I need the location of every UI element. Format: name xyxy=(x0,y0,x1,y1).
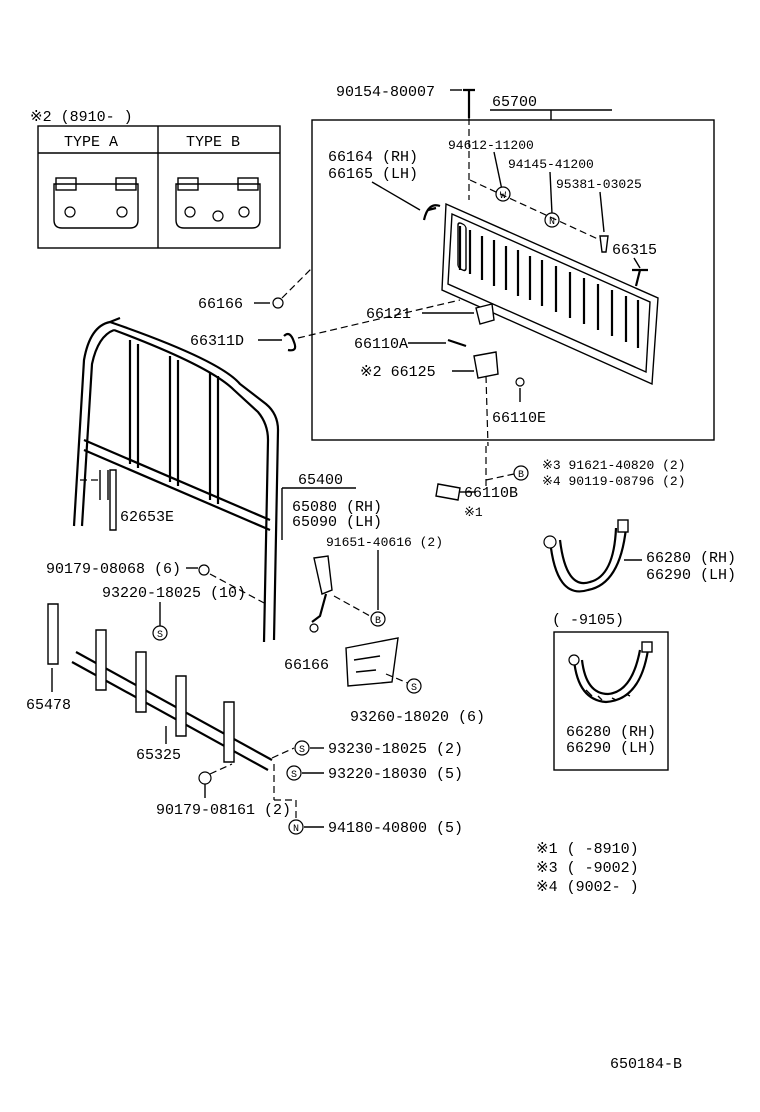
plate-66110b xyxy=(435,483,461,501)
type-b-label: TYPE B xyxy=(186,134,240,151)
label-66280-rh-lower: 66280 (RH) xyxy=(566,724,656,741)
label-66290-lh-upper: 66290 (LH) xyxy=(646,567,736,584)
label-93260-18020: 93260-18020 (6) xyxy=(350,709,485,726)
marker-n-94145: N xyxy=(544,212,560,228)
marker-b-text-lower: B xyxy=(375,616,381,627)
latch-65080 xyxy=(313,555,333,595)
inset-range-label: ( -9105) xyxy=(552,612,624,629)
bracket-66121 xyxy=(475,303,495,325)
clamp-66311d xyxy=(283,332,297,352)
rack-frame-65400 xyxy=(72,316,280,643)
marker-b-text-upper: B xyxy=(518,470,524,481)
nut-66110e xyxy=(515,377,525,387)
nut-90179-08068 xyxy=(198,564,210,576)
bolt-66110a xyxy=(447,338,467,348)
type-a-label: TYPE A xyxy=(64,134,118,151)
label-66315: 66315 xyxy=(612,242,657,259)
label-66290-lh-lower: 66290 (LH) xyxy=(566,740,656,757)
marker-s-93220-18025: S xyxy=(152,625,168,641)
clip-95381 xyxy=(599,235,609,253)
hinge-66125 xyxy=(473,351,499,379)
stake-bar-65325 xyxy=(47,603,273,771)
label-91621-40820: ※3 91621-40820 (2) xyxy=(542,458,686,473)
footnote-3: ※3 ( -9002) xyxy=(536,860,639,877)
label-62653e: 62653E xyxy=(120,509,174,526)
label-94145-41200: 94145-41200 xyxy=(508,157,594,172)
label-65090-lh: 65090 (LH) xyxy=(292,514,382,531)
marker-s-text-4: S xyxy=(291,770,297,781)
inset-type-frame xyxy=(37,125,281,249)
marker-n-94180: N xyxy=(288,819,304,835)
marker-s-93220-18030: S xyxy=(286,765,302,781)
label-66280-rh-upper: 66280 (RH) xyxy=(646,550,736,567)
marker-s-93260: S xyxy=(406,678,422,694)
hinge-type-a-drawing xyxy=(53,177,139,229)
label-93220-18030: 93220-18030 (5) xyxy=(328,766,463,783)
label-66110b-note: ※1 xyxy=(464,505,483,520)
label-90119-08796: ※4 90119-08796 (2) xyxy=(542,474,686,489)
label-66121: 66121 xyxy=(366,306,411,323)
tailgate-slots xyxy=(458,226,640,348)
label-90154-80007: 90154-80007 xyxy=(336,84,435,101)
footnote-4: ※4 (9002- ) xyxy=(536,879,639,896)
marker-w-94612: W xyxy=(495,186,511,202)
marker-n-text-2: N xyxy=(293,824,299,835)
label-94612-11200: 94612-11200 xyxy=(448,138,534,153)
marker-b-91651: B xyxy=(370,611,386,627)
tailgate-assembly: 90154-80007 65700 94612-11200 94145-4120… xyxy=(311,84,715,447)
marker-n-text: N xyxy=(549,217,555,228)
label-66110a: 66110A xyxy=(354,336,408,353)
label-66166-upper: 66166 xyxy=(198,296,243,313)
label-95381-03025: 95381-03025 xyxy=(556,177,642,192)
label-90179-08161: 90179-08161 (2) xyxy=(156,802,291,819)
label-66311d: 66311D xyxy=(190,333,244,350)
marker-s-text-2: S xyxy=(157,630,163,641)
label-66165-lh: 66165 (LH) xyxy=(328,166,418,183)
diagram-code: 650184-B xyxy=(610,1056,682,1073)
tailgate-panel-65700 xyxy=(441,202,659,386)
label-66110e: 66110E xyxy=(492,410,546,427)
pocket-65478 xyxy=(47,603,59,665)
strap-66280-upper xyxy=(543,519,629,593)
footnote-1: ※1 ( -8910) xyxy=(536,841,639,858)
hinge-type-inset: ※2 (8910- ) TYPE A TYPE B xyxy=(30,109,281,249)
label-65400: 65400 xyxy=(298,472,343,489)
part-66315 xyxy=(632,268,648,287)
handle-66164 xyxy=(422,204,441,221)
label-65478: 65478 xyxy=(26,697,71,714)
screw-90154 xyxy=(463,88,475,118)
strap-inset-9105: ( -9105) 66280 (RH) 66290 (LH) xyxy=(552,612,669,771)
nut-90179-08161 xyxy=(198,771,212,785)
plate-66110b-group: B ※3 91621-40820 (2) ※4 90119-08796 (2) … xyxy=(435,446,686,520)
label-93230-18025: 93230-18025 (2) xyxy=(328,741,463,758)
inset-type-header: ※2 (8910- ) xyxy=(30,109,133,126)
label-94180-40800: 94180-40800 (5) xyxy=(328,820,463,837)
marker-s-text-1: S xyxy=(411,683,417,694)
label-66110b: 66110B xyxy=(464,485,518,502)
label-66164-rh: 66164 (RH) xyxy=(328,149,418,166)
bracket-93260 xyxy=(345,637,399,687)
footnotes: ※1 ( -8910) ※3 ( -9002) ※4 (9002- ) xyxy=(536,841,639,896)
strap-inset-frame xyxy=(553,631,669,771)
strip-62653e xyxy=(109,469,117,531)
pad-66166-upper xyxy=(272,297,284,309)
label-93220-18025: 93220-18025 (10) xyxy=(102,585,246,602)
label-65325: 65325 xyxy=(136,747,181,764)
label-66166-lower: 66166 xyxy=(284,657,329,674)
marker-s-93230: S xyxy=(294,740,310,756)
label-66125: ※2 66125 xyxy=(360,364,436,381)
label-65080-rh: 65080 (RH) xyxy=(292,499,382,516)
tailgate-group-box xyxy=(311,119,715,441)
label-90179-08068: 90179-08068 (6) xyxy=(46,561,181,578)
pad-66166-lower xyxy=(309,623,319,633)
hinge-type-b-drawing xyxy=(175,177,261,229)
label-65700: 65700 xyxy=(492,94,537,111)
marker-w-text: W xyxy=(500,191,506,202)
marker-b-91621 xyxy=(513,465,529,481)
label-91651-40616: 91651-40616 (2) xyxy=(326,535,443,550)
marker-s-text-3: S xyxy=(299,745,305,756)
